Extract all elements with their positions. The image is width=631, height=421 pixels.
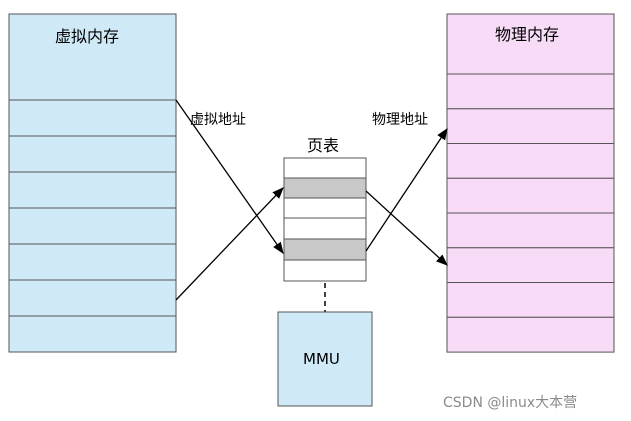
virtual-memory-header <box>8 13 177 101</box>
virtual-memory-row <box>8 279 177 317</box>
vm-to-page-table-arrow <box>175 187 284 301</box>
virtual-memory-row <box>8 207 177 245</box>
mmu: MMU <box>277 311 373 407</box>
physical-memory-row <box>446 73 615 110</box>
virtual-memory-row <box>8 99 177 137</box>
page-table-row-highlighted <box>283 238 367 261</box>
virtual-address-label: 虚拟地址 <box>190 112 246 128</box>
physical-memory-row <box>446 177 615 214</box>
virtual-address-arrow <box>175 99 284 254</box>
physical-address-label: 物理地址 <box>372 112 428 128</box>
physical-memory: 物理内存 <box>446 13 615 353</box>
physical-memory-row <box>446 143 615 179</box>
page-table-row <box>283 157 367 179</box>
mmu-label: MMU <box>303 350 340 368</box>
physical-memory-row <box>446 316 615 353</box>
physical-memory-row <box>446 212 615 249</box>
virtual-memory-title: 虚拟内存 <box>55 27 119 46</box>
mmu-box <box>277 311 373 407</box>
virtual-memory-row <box>8 315 177 353</box>
physical-memory-rows <box>446 73 615 353</box>
virtual-memory: 虚拟内存 <box>8 13 177 353</box>
physical-memory-row <box>446 282 615 318</box>
physical-memory-title: 物理内存 <box>495 25 559 44</box>
virtual-memory-row <box>8 135 177 173</box>
page-table: 页表 <box>283 136 367 282</box>
physical-address-arrow <box>365 128 448 252</box>
page-table-title: 页表 <box>307 136 339 155</box>
page-table-row <box>283 197 367 219</box>
virtual-memory-row <box>8 171 177 209</box>
watermark: CSDN @linux大本营 <box>443 395 577 411</box>
page-table-row <box>283 217 367 240</box>
page-table-to-pm-arrow <box>365 190 448 266</box>
page-table-row-highlighted <box>283 177 367 199</box>
physical-memory-header <box>446 13 615 75</box>
virtual-memory-row <box>8 243 177 281</box>
physical-memory-row <box>446 247 615 284</box>
physical-memory-row <box>446 108 615 145</box>
virtual-memory-rows <box>8 99 177 353</box>
page-table-row <box>283 259 367 282</box>
